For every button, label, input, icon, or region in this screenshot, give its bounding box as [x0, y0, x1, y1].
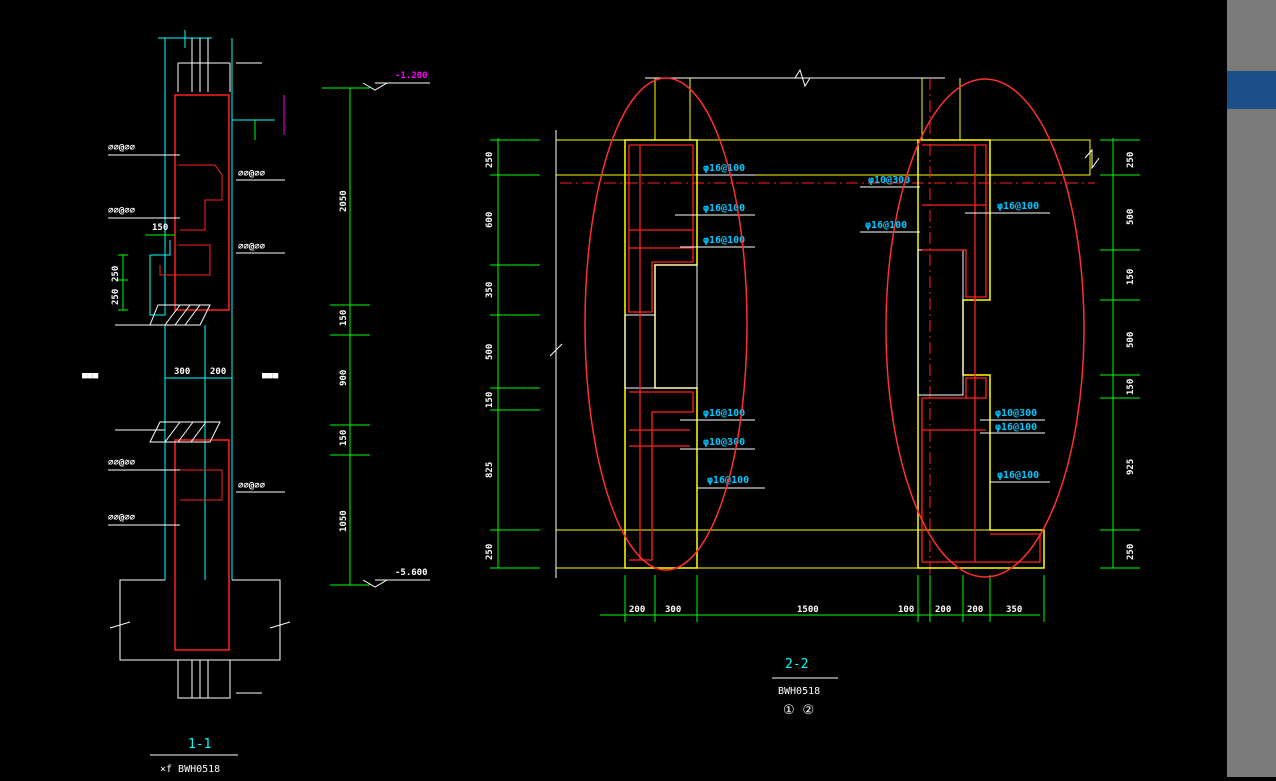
bdim-200b: 200 [935, 605, 951, 615]
ldim-500: 500 [485, 344, 495, 360]
vdim-2050: 2050 [339, 190, 349, 212]
rdim-150b: 150 [1126, 379, 1136, 395]
rebar-label-r2: ∅∅@∅∅ [238, 242, 266, 252]
bdim-200c: 200 [967, 605, 983, 615]
ldim-350: 350 [485, 282, 495, 298]
section-1-1-title: 1-1 [188, 737, 211, 752]
ldim-600: 600 [485, 212, 495, 228]
rdim-500a: 500 [1126, 209, 1136, 225]
rdim-150a: 150 [1126, 269, 1136, 285]
right-sidebar [1227, 0, 1276, 777]
bdim-100: 100 [898, 605, 914, 615]
vdim-1050: 1050 [339, 510, 349, 532]
bdim-1500: 1500 [797, 605, 819, 615]
rebar-2-2-left-1: φ16@100 [703, 163, 745, 174]
ldim-825: 825 [485, 462, 495, 478]
sidebar-tab[interactable] [1227, 71, 1276, 109]
highlight-ellipse-left [584, 77, 748, 571]
cad-drawing: 300 200 ■■■ ■■■ ∅∅@∅∅ ∅∅@∅∅ ∅∅@∅∅ ∅∅@∅∅ … [82, 30, 1140, 775]
cad-drawing-canvas[interactable]: 300 200 ■■■ ■■■ ∅∅@∅∅ ∅∅@∅∅ ∅∅@∅∅ ∅∅@∅∅ … [0, 0, 1227, 777]
rebar-2-2-right-2: φ10@300 [995, 408, 1037, 419]
section-2-2-refs: ① ② [783, 703, 814, 718]
rebar-2-2-right-3: φ16@100 [995, 422, 1037, 433]
thickness-dim-300: 300 [174, 367, 190, 377]
vdim-150a: 150 [339, 310, 349, 326]
rebar-2-2-mid-1: φ10@300 [868, 175, 910, 186]
bdim-350: 350 [1006, 605, 1022, 615]
rebar-2-2-left-4: φ16@100 [703, 408, 745, 419]
section-2-2: φ16@100 φ16@100 φ16@100 φ16@100 φ10@300 … [485, 68, 1140, 718]
rebar-label-l3: ∅∅@∅∅ [108, 458, 136, 468]
side-label-left: ■■■ [82, 371, 99, 381]
rebar-label-l2: ∅∅@∅∅ [108, 206, 136, 216]
highlight-ellipse-right [885, 78, 1085, 578]
rebar-label-l1: ∅∅@∅∅ [108, 143, 136, 153]
section-2-2-title: 2-2 [785, 657, 808, 672]
section-1-1: 300 200 ■■■ ■■■ ∅∅@∅∅ ∅∅@∅∅ ∅∅@∅∅ ∅∅@∅∅ … [82, 30, 430, 775]
rdim-250b: 250 [1126, 544, 1136, 560]
rebar-2-2-right-1: φ16@100 [997, 201, 1039, 212]
rebar-2-2-right-4: φ16@100 [997, 470, 1039, 481]
ldim-250b: 250 [485, 544, 495, 560]
section-2-2-subtitle: BWH0518 [778, 686, 820, 697]
rebar-label-r3: ∅∅@∅∅ [238, 481, 266, 491]
vdim-900: 900 [339, 370, 349, 386]
rdim-250a: 250 [1126, 152, 1136, 168]
rebar-label-r1: ∅∅@∅∅ [238, 169, 266, 179]
ldim-250a: 250 [485, 152, 495, 168]
bdim-300: 300 [665, 605, 681, 615]
rdim-500b: 500 [1126, 332, 1136, 348]
side-label-right: ■■■ [262, 371, 279, 381]
section-1-1-subtitle: ×f BWH0518 [160, 764, 220, 775]
small-dim-250a: 250 [111, 266, 121, 282]
top-elevation: -1.200 [395, 71, 428, 81]
rebar-2-2-left-2: φ16@100 [703, 203, 745, 214]
small-dim-250b: 250 [111, 289, 121, 305]
small-dim-150: 150 [152, 223, 168, 233]
bdim-200a: 200 [629, 605, 645, 615]
vdim-150b: 150 [339, 430, 349, 446]
bottom-elevation: -5.600 [395, 568, 428, 578]
rebar-2-2-left-5: φ10@300 [703, 437, 745, 448]
rebar-label-l4: ∅∅@∅∅ [108, 513, 136, 523]
ldim-150: 150 [485, 392, 495, 408]
rdim-925: 925 [1126, 459, 1136, 475]
rebar-2-2-mid-2: φ16@100 [865, 220, 907, 231]
thickness-dim-200: 200 [210, 367, 226, 377]
rebar-2-2-left-3: φ16@100 [703, 235, 745, 246]
